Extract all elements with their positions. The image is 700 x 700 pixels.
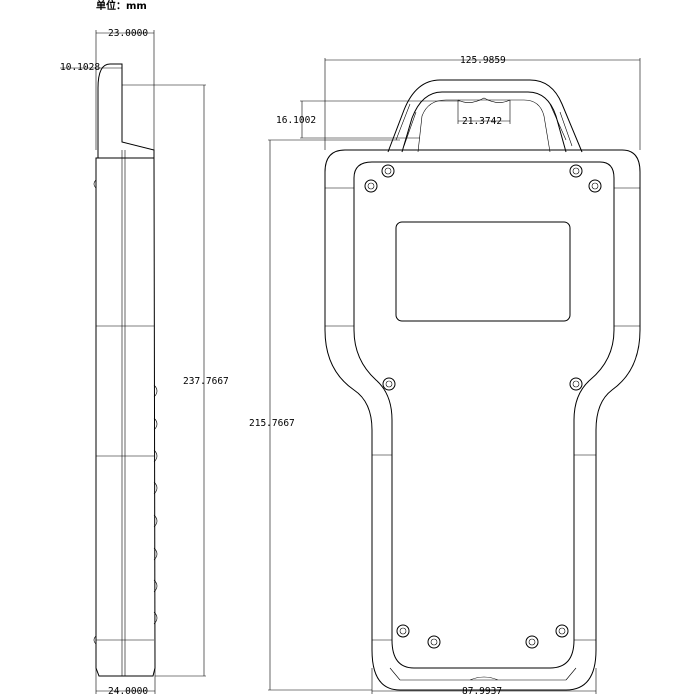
front-view: 125.9859 16.1002 21.3742 215.7667 87.993… bbox=[249, 55, 641, 697]
side-view: 23.0000 10.1028 237.7667 24.0000 bbox=[60, 28, 229, 697]
handle-inner-2 bbox=[417, 99, 551, 153]
dim-side-total-height: 237.7667 bbox=[183, 376, 229, 387]
side-body bbox=[95, 157, 156, 677]
dim-front-body-height: 215.7667 bbox=[249, 418, 295, 429]
screws bbox=[364, 164, 602, 649]
handle-inner bbox=[401, 91, 567, 153]
dim-front-handle-height: 16.1002 bbox=[276, 115, 316, 126]
handle-outer bbox=[387, 79, 583, 153]
side-buttons bbox=[153, 384, 158, 625]
dim-side-cap-offset: 10.1028 bbox=[60, 62, 100, 73]
display-window bbox=[395, 221, 571, 322]
handle-notch bbox=[457, 97, 511, 103]
dim-side-top-width: 23.0000 bbox=[108, 28, 148, 39]
dim-side-bottom-width: 24.0000 bbox=[108, 686, 148, 697]
front-body-outer bbox=[324, 149, 641, 691]
handle-ribs bbox=[395, 103, 573, 147]
side-top-cap bbox=[97, 63, 155, 159]
dim-front-handle-notch: 21.3742 bbox=[462, 116, 502, 127]
front-body-inner bbox=[353, 161, 615, 669]
dim-front-bottom-width: 87.9937 bbox=[462, 686, 502, 697]
bottom-foot bbox=[389, 667, 577, 681]
side-rear-bumps bbox=[93, 179, 97, 645]
dim-front-total-width: 125.9859 bbox=[460, 55, 506, 66]
unit-label: 单位：mm bbox=[96, 1, 147, 12]
